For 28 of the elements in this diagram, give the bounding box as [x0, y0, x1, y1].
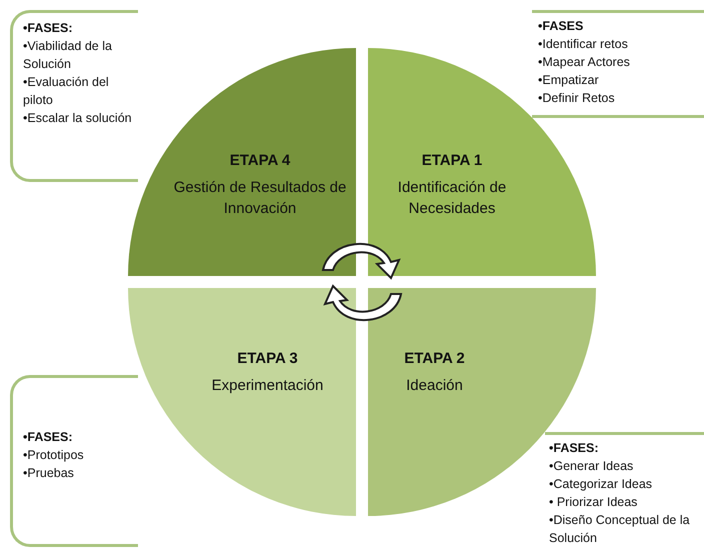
list-item: •Categorizar Ideas — [549, 476, 654, 493]
stage-heading: ETAPA 4 — [228, 151, 292, 171]
stage-heading: ETAPA 3 — [236, 349, 299, 369]
stage-title: Identificación de Necesidades — [396, 178, 508, 219]
list-item: •Diseño Conceptual de la Solución — [549, 512, 691, 547]
list-heading: •FASES: — [23, 20, 74, 37]
list-heading: •FASES: — [549, 440, 600, 457]
callout-box — [10, 10, 138, 182]
list-item: •Prototipos — [23, 447, 85, 464]
stage-heading: ETAPA 1 — [420, 151, 484, 171]
callout-box — [10, 375, 138, 547]
stage-heading: ETAPA 2 — [403, 349, 466, 369]
list-item: •Evaluación del piloto — [23, 74, 110, 109]
list-item: •Pruebas — [23, 465, 75, 482]
list-item: •Viabilidad de la Solución — [23, 38, 113, 73]
stage-title: Gestión de Resultados de Innovación — [172, 178, 348, 219]
list-heading: •FASES: — [23, 429, 74, 446]
list-item: • Priorizar Ideas — [549, 494, 638, 511]
list-item: •Definir Retos — [538, 90, 616, 107]
stage-title: Ideación — [405, 376, 464, 396]
callout-box — [532, 10, 704, 118]
list-item: •Escalar la solución — [23, 110, 133, 127]
list-heading: •FASES — [538, 18, 584, 35]
list-item: •Empatizar — [538, 72, 600, 89]
stage-title: Experimentación — [210, 376, 324, 396]
list-item: •Generar Ideas — [549, 458, 634, 475]
list-item: •Identificar retos — [538, 36, 629, 53]
list-item: •Mapear Actores — [538, 54, 631, 71]
